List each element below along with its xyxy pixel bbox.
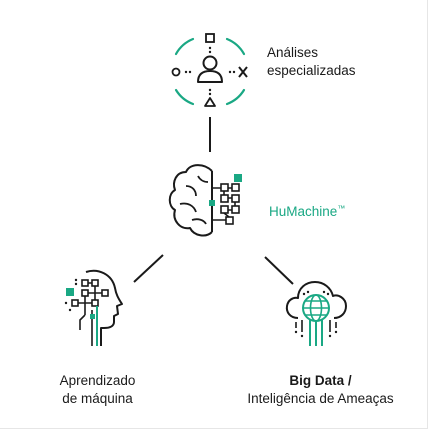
expert-analysis-line1: Análises <box>267 45 319 60</box>
connector-left <box>133 254 164 283</box>
expert-analysis-label: Análises especializadas <box>267 44 397 80</box>
expert-analysis-line2: especializadas <box>267 63 356 78</box>
head-circuit-icon <box>64 269 123 346</box>
expert-analysis-icon <box>171 33 248 107</box>
machine-learning-label: Aprendizado de máquina <box>40 372 155 408</box>
trademark-mark: ™ <box>337 204 346 213</box>
machine-learning-line2: de máquina <box>62 391 133 406</box>
humachine-name: HuMachine <box>269 204 338 219</box>
big-data-label: Big Data / Inteligência de Ameaças <box>228 372 413 408</box>
big-data-line2: Inteligência de Ameaças <box>247 391 394 406</box>
humachine-label: HuMachine™ <box>269 200 345 221</box>
machine-learning-line1: Aprendizado <box>59 373 136 388</box>
connector-right <box>264 256 294 285</box>
big-data-line1: Big Data / <box>289 373 352 388</box>
cloud-globe-icon <box>285 281 347 346</box>
brain-circuit-icon <box>168 164 242 237</box>
